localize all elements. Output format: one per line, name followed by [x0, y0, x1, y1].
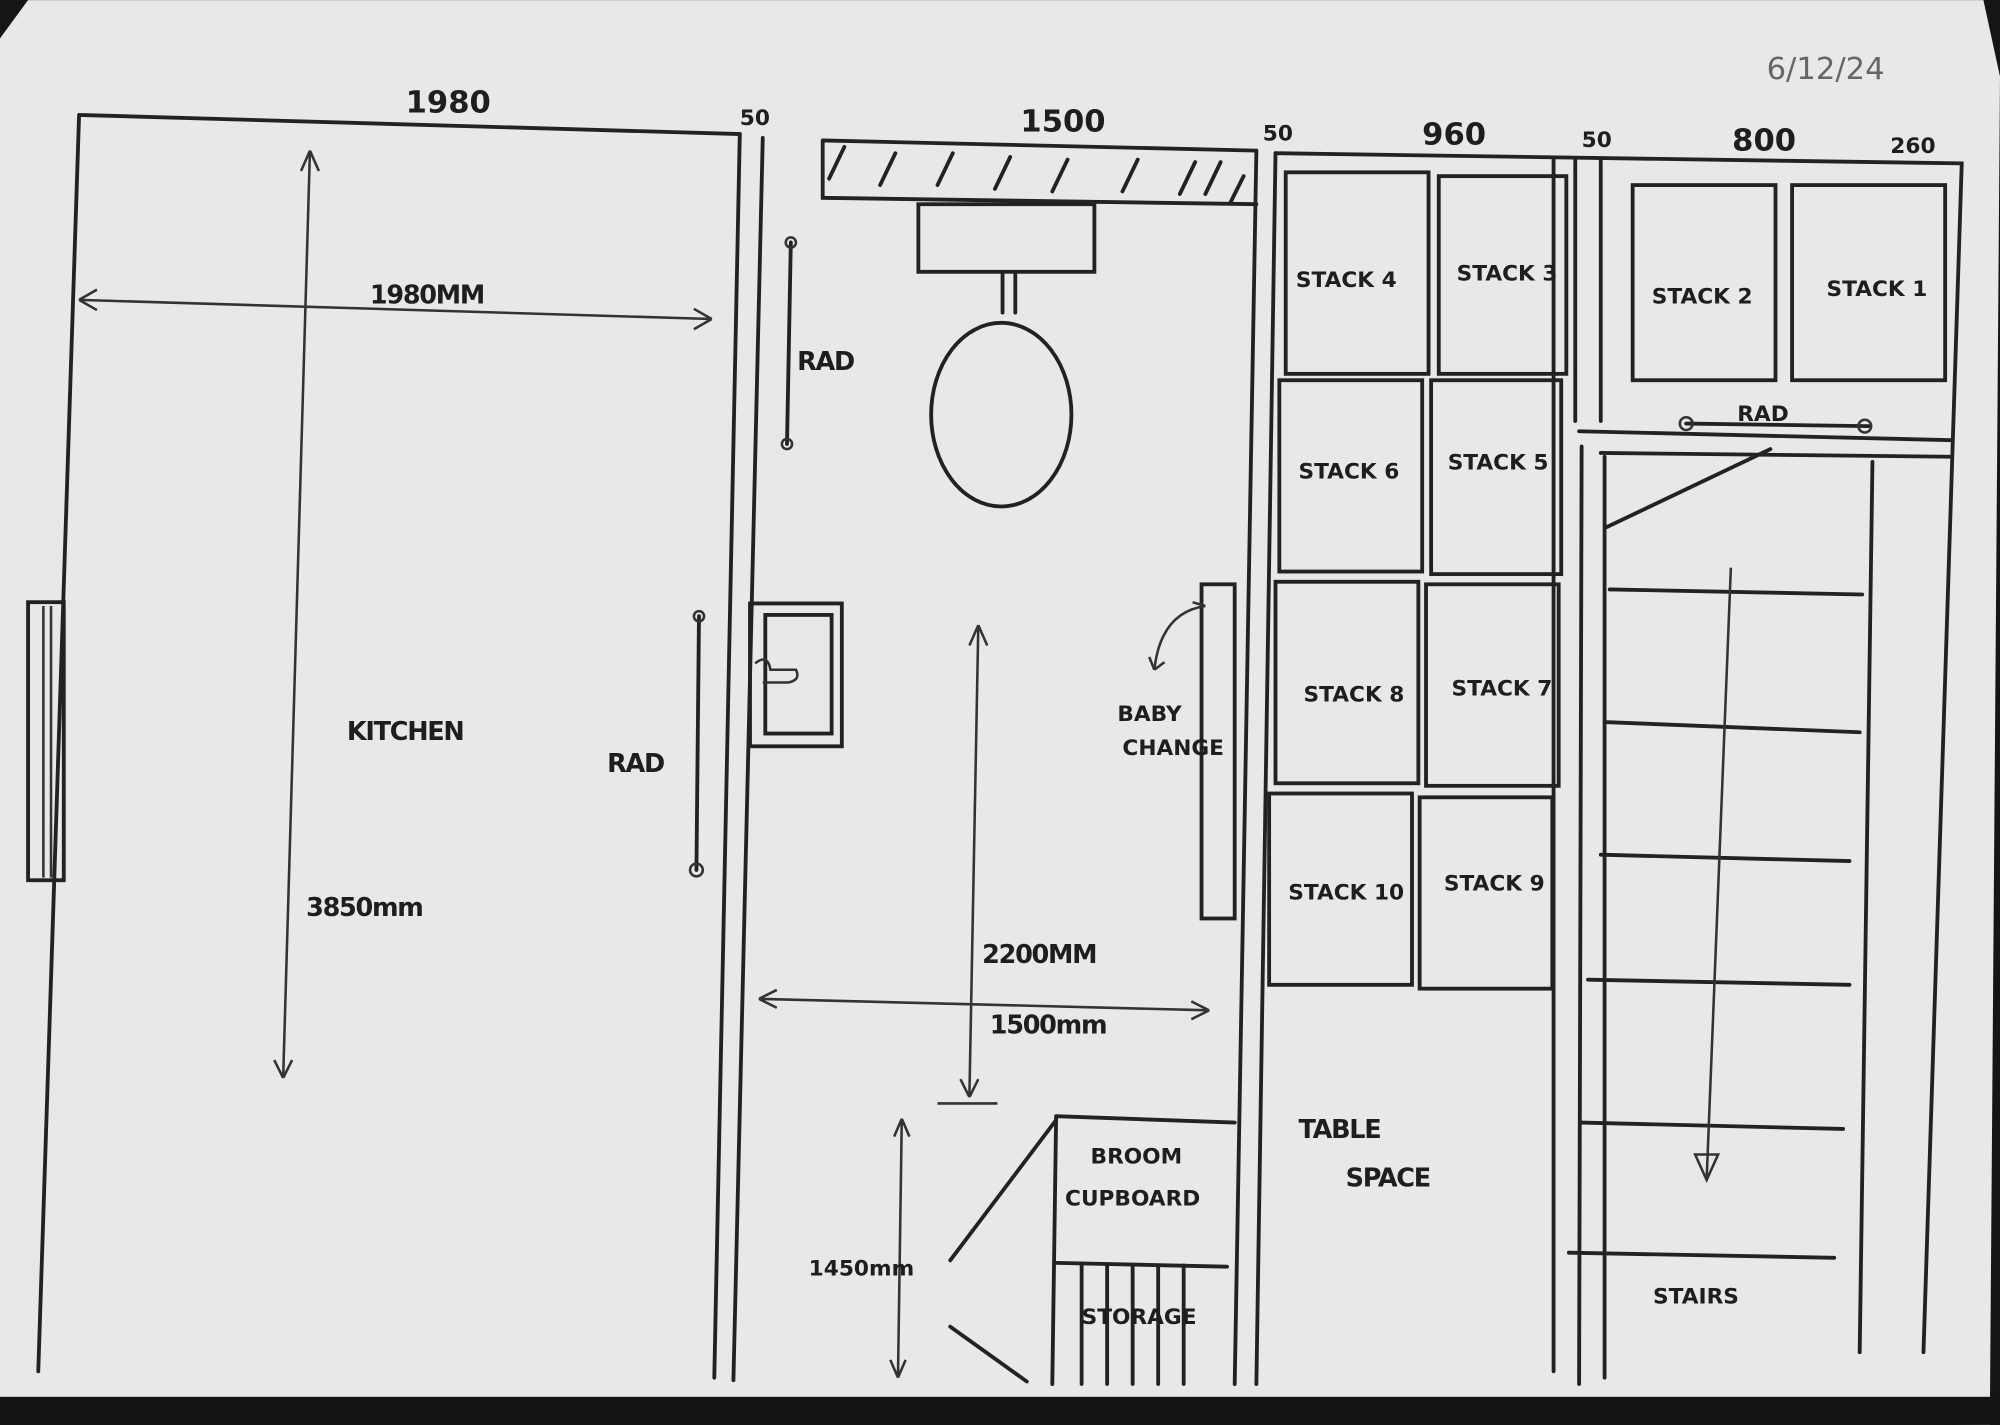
dimension-label: 50	[1582, 128, 1612, 153]
stack-label: STACK 3	[1457, 262, 1558, 287]
stack-label: STACK 6	[1298, 459, 1399, 484]
stack-storage: STACK 4 STACK 3 STACK 6 STACK 5 STACK 8 …	[1267, 170, 1948, 991]
table-space-label: TABLE	[1298, 1115, 1380, 1145]
baby-change-label: BABY	[1117, 702, 1182, 727]
bathroom-length-label: 2200MM	[982, 940, 1096, 970]
stack-label: STACK 7	[1452, 676, 1553, 701]
lower-length-label: 1450mm	[809, 1257, 914, 1282]
stack-label: STACK 4	[1296, 268, 1397, 293]
storage-label: STORAGE	[1082, 1305, 1197, 1330]
dimension-label: 1500	[1020, 105, 1105, 140]
kitchen-window	[26, 600, 66, 883]
kitchen-label: KITCHEN	[347, 717, 464, 747]
bathroom-door-cabinet	[748, 601, 844, 749]
stairs-label: STAIRS	[1653, 1285, 1739, 1310]
kitchen-width-label: 1980MM	[370, 281, 484, 311]
kitchen-area: 1980MM 3850mm KITCHEN RAD	[26, 113, 742, 1374]
stack-label: STACK 2	[1652, 285, 1753, 310]
dimension-label: 1980	[406, 85, 491, 120]
kitchen-radiator-label: RAD	[607, 749, 664, 779]
dimension-label: 260	[1890, 134, 1935, 159]
stairs-radiator-label: RAD	[1737, 402, 1788, 427]
stack-label: STACK 1	[1827, 277, 1928, 302]
top-dimensions: 1980 50 1500 50 960 50 800 260	[406, 85, 1936, 159]
stairs-area: RAD STAIRS	[1566, 402, 1954, 1386]
date-label: 6/12/24	[1767, 52, 1885, 87]
dimension-label: 960	[1422, 117, 1486, 152]
sink	[916, 202, 1097, 274]
dimension-label: 50	[740, 106, 770, 131]
bathroom-width-label: 1500mm	[990, 1010, 1106, 1040]
bathroom-radiator-label: RAD	[797, 347, 854, 377]
kitchen-length-label: 3850mm	[306, 893, 422, 923]
bathroom-area: RAD BABY CHANGE 2200MM 1500mm 1450mm	[748, 138, 1259, 1379]
table-space-label: SPACE	[1346, 1163, 1430, 1193]
broom-cupboard-label: CUPBOARD	[1065, 1186, 1200, 1211]
dimension-label: 50	[1263, 121, 1293, 146]
stack-label: STACK 10	[1288, 880, 1404, 905]
stack-label: STACK 5	[1448, 451, 1549, 476]
toilet	[929, 320, 1074, 509]
dimension-label: 800	[1732, 124, 1796, 159]
baby-change-unit	[1199, 582, 1237, 921]
baby-change-label: CHANGE	[1122, 736, 1224, 761]
stack-label: STACK 8	[1304, 683, 1405, 708]
broom-cupboard: BROOM CUPBOARD STORAGE	[948, 1114, 1237, 1386]
broom-cupboard-label: BROOM	[1091, 1144, 1183, 1169]
stack-label: STACK 9	[1444, 871, 1545, 896]
